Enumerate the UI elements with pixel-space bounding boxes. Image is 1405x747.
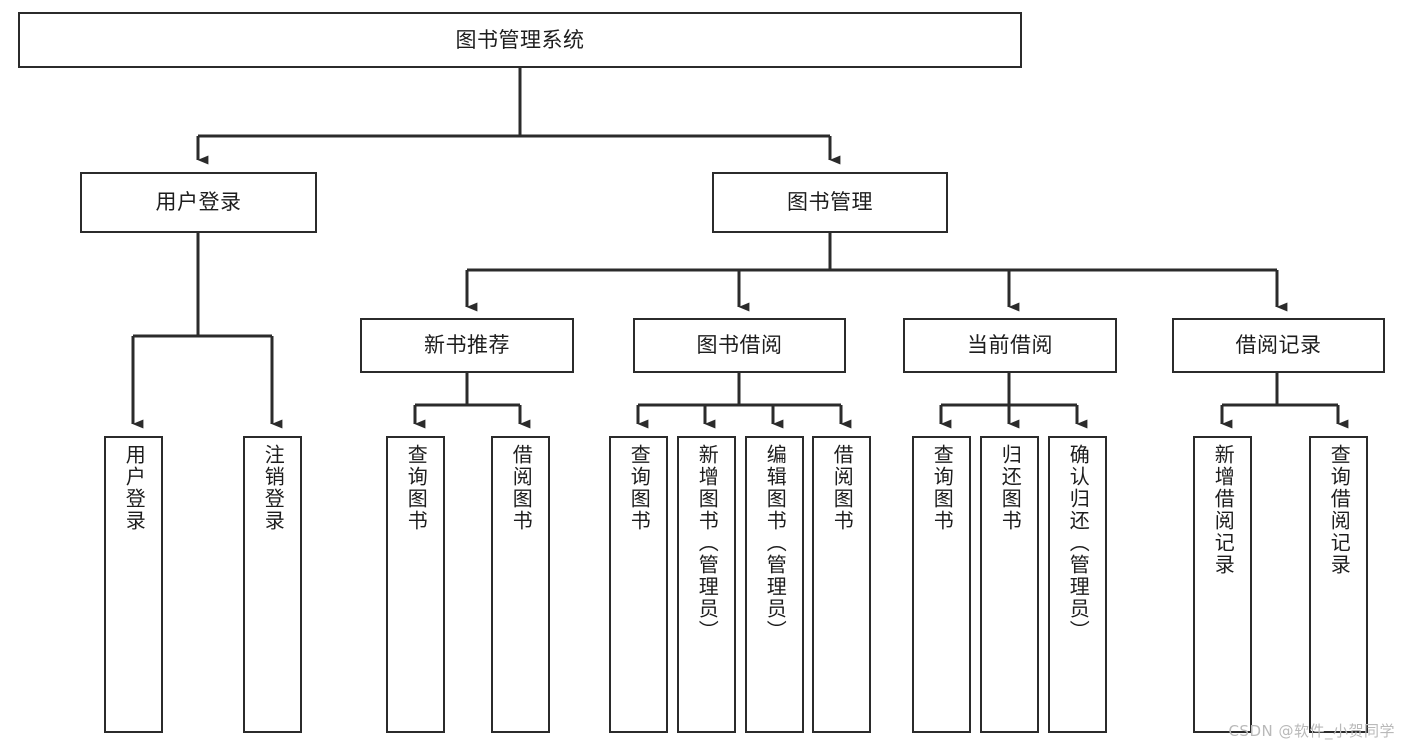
leaf-borrow-edit-book-label: 编辑图书（管理员） <box>763 444 788 642</box>
leaf-recommend-query-book[interactable]: 查询图书 <box>386 436 445 733</box>
node-borrow-record-label: 借阅记录 <box>1235 333 1322 358</box>
leaf-current-query-book-label: 查询图书 <box>930 444 955 532</box>
leaf-current-return-book-label: 归还图书 <box>998 444 1023 532</box>
leaf-user-login-label: 用户登录 <box>122 444 147 532</box>
leaf-record-search[interactable]: 查询借阅记录 <box>1309 436 1368 733</box>
node-book-borrow-label: 图书借阅 <box>696 333 783 358</box>
leaf-recommend-borrow-book-label: 借阅图书 <box>509 444 534 532</box>
leaf-current-confirm-return-label: 确认归还（管理员） <box>1066 444 1091 642</box>
leaf-borrow-do-borrow[interactable]: 借阅图书 <box>812 436 871 733</box>
leaf-user-login[interactable]: 用户登录 <box>104 436 163 733</box>
leaf-borrow-query-book[interactable]: 查询图书 <box>609 436 668 733</box>
node-current-borrow-label: 当前借阅 <box>967 333 1053 358</box>
node-root-label: 图书管理系统 <box>455 27 585 52</box>
leaf-current-return-book[interactable]: 归还图书 <box>980 436 1039 733</box>
node-user-login[interactable]: 用户登录 <box>80 172 317 233</box>
node-new-book-recommend[interactable]: 新书推荐 <box>360 318 574 373</box>
leaf-record-add-label: 新增借阅记录 <box>1211 444 1236 576</box>
node-book-management[interactable]: 图书管理 <box>712 172 948 233</box>
node-new-book-recommend-label: 新书推荐 <box>424 333 510 358</box>
node-book-management-label: 图书管理 <box>787 190 873 215</box>
leaf-logout[interactable]: 注销登录 <box>243 436 302 733</box>
leaf-record-add[interactable]: 新增借阅记录 <box>1193 436 1252 733</box>
leaf-recommend-borrow-book[interactable]: 借阅图书 <box>491 436 550 733</box>
leaf-recommend-query-book-label: 查询图书 <box>404 444 429 532</box>
leaf-current-query-book[interactable]: 查询图书 <box>912 436 971 733</box>
node-user-login-label: 用户登录 <box>155 190 242 215</box>
leaf-borrow-edit-book[interactable]: 编辑图书（管理员） <box>745 436 804 733</box>
leaf-record-search-label: 查询借阅记录 <box>1327 444 1352 576</box>
leaf-borrow-do-borrow-label: 借阅图书 <box>830 444 855 532</box>
node-root[interactable]: 图书管理系统 <box>18 12 1022 68</box>
leaf-borrow-add-book-label: 新增图书（管理员） <box>695 444 720 642</box>
leaf-logout-label: 注销登录 <box>261 444 286 532</box>
node-current-borrow[interactable]: 当前借阅 <box>903 318 1117 373</box>
node-book-borrow[interactable]: 图书借阅 <box>633 318 846 373</box>
node-borrow-record[interactable]: 借阅记录 <box>1172 318 1385 373</box>
leaf-borrow-query-book-label: 查询图书 <box>627 444 652 532</box>
leaf-borrow-add-book[interactable]: 新增图书（管理员） <box>677 436 736 733</box>
leaf-current-confirm-return[interactable]: 确认归还（管理员） <box>1048 436 1107 733</box>
